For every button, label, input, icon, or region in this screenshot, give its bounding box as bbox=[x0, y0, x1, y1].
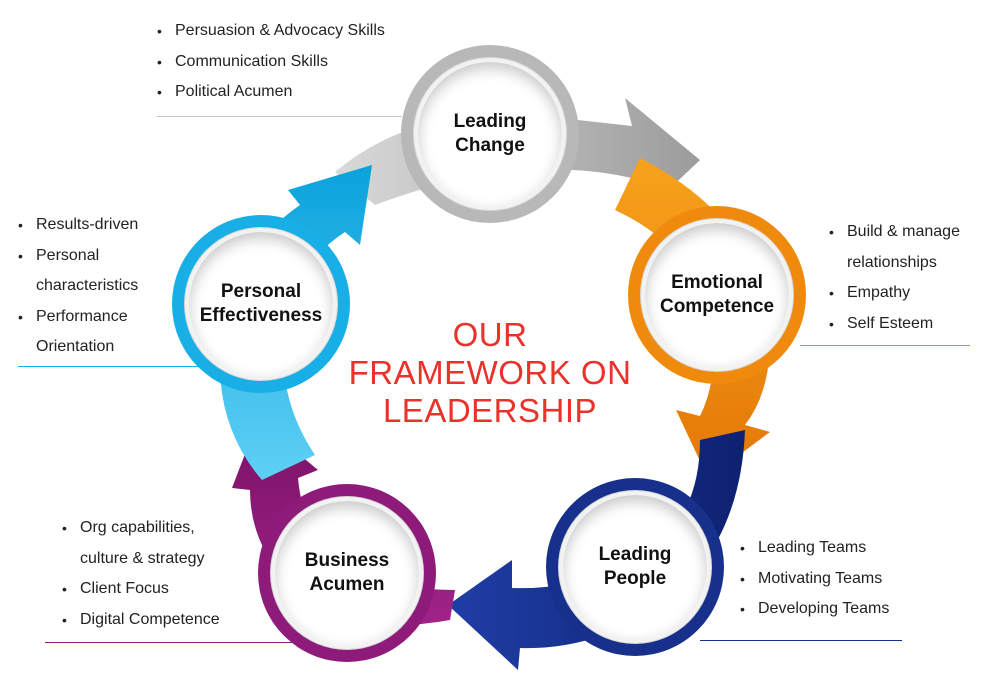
list-item: Leading Teams bbox=[738, 533, 889, 564]
list-leading-change: Persuasion & Advocacy Skills Communicati… bbox=[155, 16, 385, 108]
framework-title: OUR FRAMEWORK ON LEADERSHIP bbox=[320, 316, 660, 430]
title-line: FRAMEWORK ON bbox=[348, 354, 632, 391]
list-item: Org capabilities, bbox=[60, 513, 220, 544]
list-item: characteristics bbox=[36, 277, 139, 294]
list-item: Build & manage bbox=[827, 217, 960, 248]
arrow-navy bbox=[448, 430, 745, 670]
list-item: Self Esteem bbox=[827, 309, 960, 340]
list-item: Personal bbox=[16, 241, 138, 272]
list-business-acumen: Org capabilities, culture & strategy Cli… bbox=[60, 513, 220, 635]
list-item: Orientation bbox=[36, 338, 115, 355]
underline-leading-change bbox=[157, 116, 402, 117]
list-item: Performance bbox=[16, 302, 138, 333]
list-item: Political Acumen bbox=[155, 77, 385, 108]
underline-emotional-competence bbox=[800, 345, 970, 346]
list-leading-people: Leading Teams Motivating Teams Developin… bbox=[738, 533, 889, 625]
list-emotional-competence: Build & manage relationships Empathy Sel… bbox=[827, 217, 960, 339]
list-item: Persuasion & Advocacy Skills bbox=[155, 16, 385, 47]
list-personal-effectiveness: Results-driven Personal characteristics … bbox=[16, 210, 138, 363]
list-item: Results-driven bbox=[16, 210, 138, 241]
list-item: Motivating Teams bbox=[738, 564, 889, 595]
underline-business-acumen bbox=[45, 642, 295, 643]
list-item: Communication Skills bbox=[155, 47, 385, 78]
list-item: Developing Teams bbox=[738, 594, 889, 625]
underline-personal-effectiveness bbox=[18, 366, 208, 367]
title-line: OUR bbox=[452, 316, 528, 353]
list-item: Empathy bbox=[827, 278, 960, 309]
list-item: relationships bbox=[847, 253, 937, 271]
title-line: LEADERSHIP bbox=[382, 392, 598, 429]
arrow-cyan bbox=[219, 165, 372, 480]
list-item: culture & strategy bbox=[80, 549, 205, 567]
underline-leading-people bbox=[700, 640, 902, 641]
list-item: Client Focus bbox=[60, 574, 220, 605]
list-item: Digital Competence bbox=[60, 605, 220, 636]
